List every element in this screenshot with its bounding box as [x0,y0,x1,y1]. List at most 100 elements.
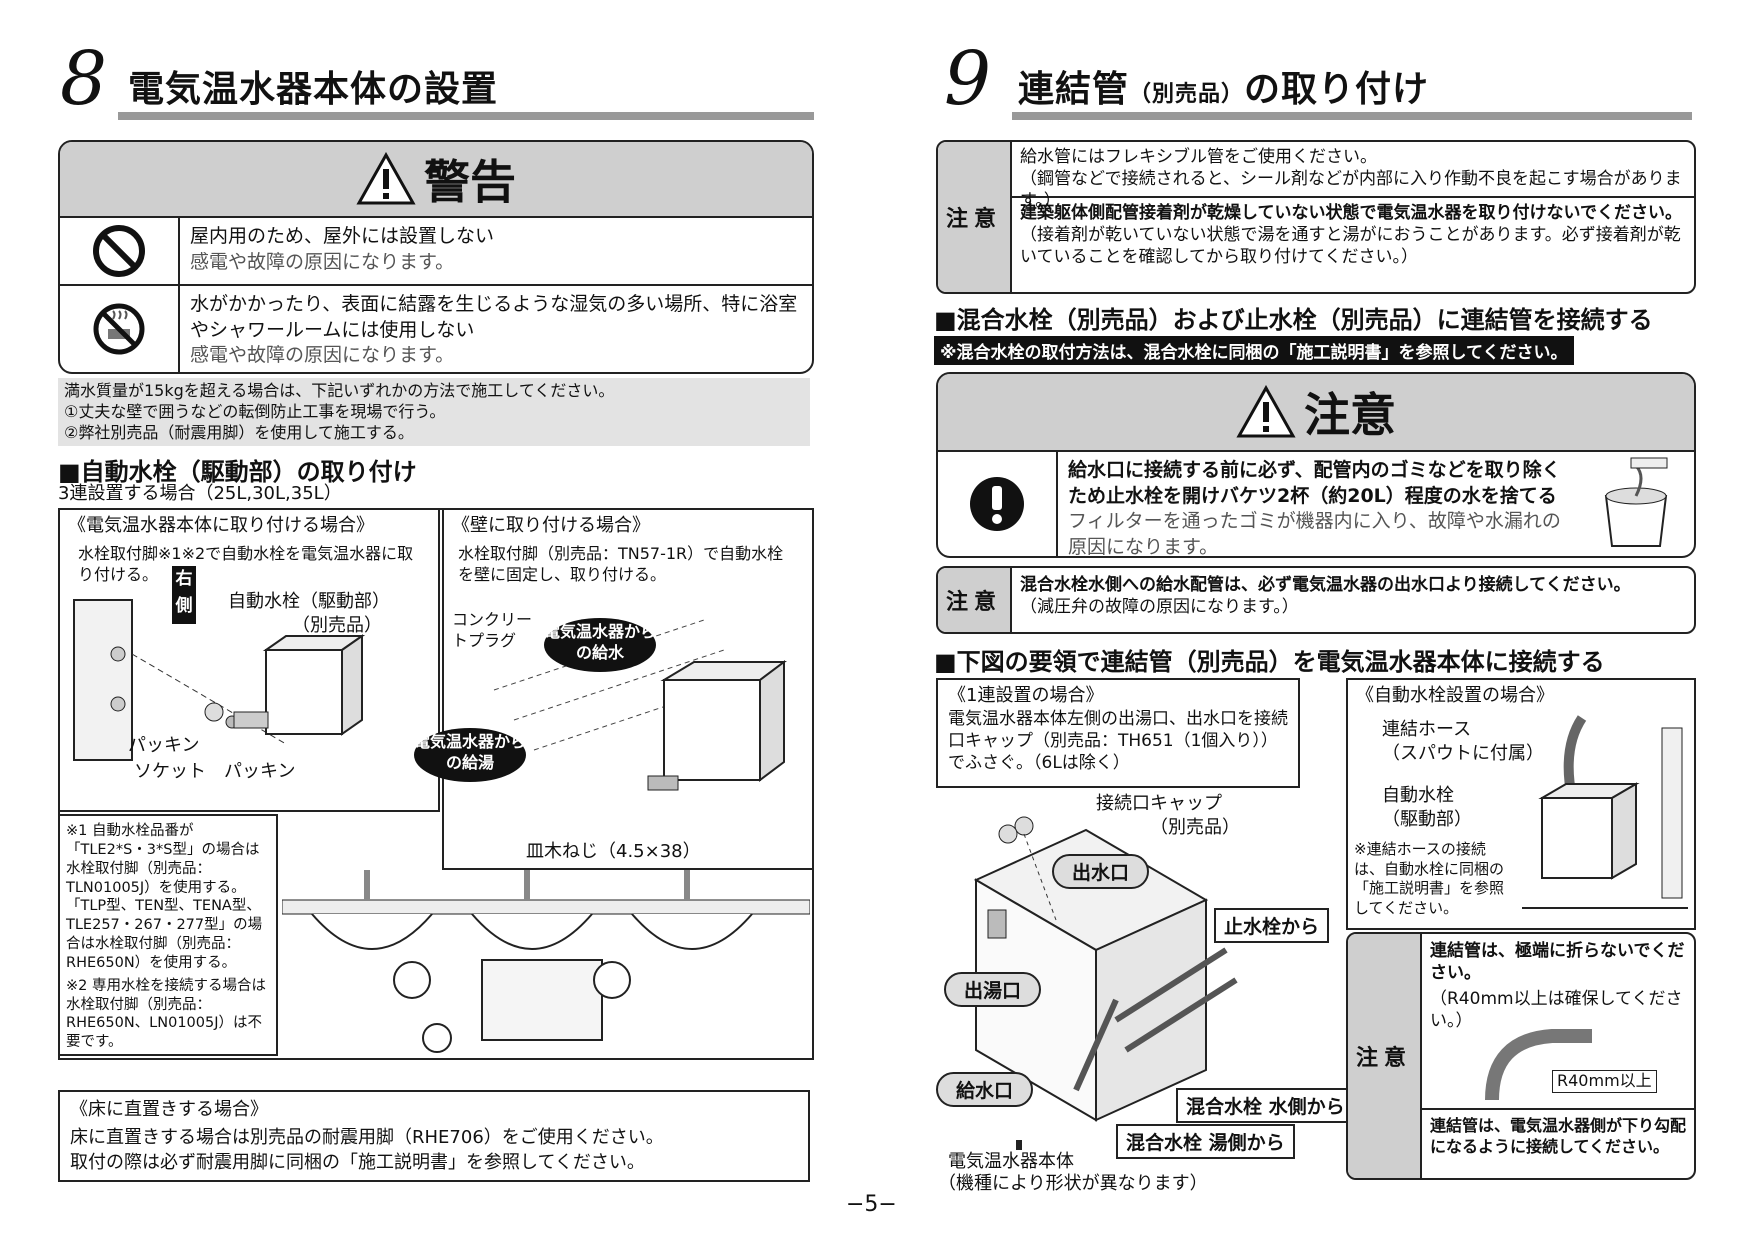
caution-row: 混合水栓水側への給水配管は、必ず電気温水器の出水口より接続してください。 （減圧… [1012,568,1694,632]
caution-box-2: 注意 混合水栓水側への給水配管は、必ず電気温水器の出水口より接続してください。 … [936,566,1696,634]
auto-faucet-diagram [1522,715,1688,909]
mix-heading: ■混合水栓（別売品）および止水栓（別売品）に連結管を接続する [934,306,1653,334]
title-rule [118,112,814,120]
single-install-title: 《1連設置の場合》 [948,685,1104,706]
single-install-diagram [973,816,1238,1150]
no-wet-area-icon [60,286,180,372]
caution-label: 注意 [938,568,1012,632]
floor-line: 取付の際は必ず耐震用脚に同梱の「施工説明書」を参照してください。 [70,1151,645,1173]
caution-box-3: 注意 連結管は、極端に折らないでください。 （R40mm以上は確保してください。… [1346,932,1696,1180]
exclamation-icon [938,452,1058,556]
caution-row: 連結管は、極端に折らないでください。 （R40mm以上は確保してください。） R… [1422,934,1694,1110]
section-title-8: 電気温水器本体の設置 [128,69,499,110]
caution-big-item-title: 給水口に接続する前に必ず、配管内のゴミなどを取り除くため止水栓を開けバケツ2杯（… [1068,459,1561,507]
caution-row-title: 連結管は、極端に折らないでください。 [1430,941,1685,984]
warning-triangle-icon [1236,385,1296,438]
footnote: ※2 専用水栓を接続する場合は水栓取付脚（別売品：RHE650N、LN01005… [66,977,266,1051]
mix-hot-label: 混合水栓 湯側から [1116,1124,1295,1159]
page-number: −5− [846,1192,897,1217]
section-title-main: 連結管 [1018,69,1130,110]
wall-mount-diagram [493,619,787,791]
note-line: ①丈夫な壁で囲うなどの転倒防止工事を現場で行う。 [64,401,446,421]
caution-row-detail: （接着剤が乾いていない状態で湯を通すと湯がにおうことがあります。必ず接着剤が乾い… [1020,225,1681,268]
single-install-text: 電気温水器本体左側の出湯口、出水口を接続口キャップ（別売品：TH651（1個入り… [948,709,1288,774]
stop-valve-label: 止水栓から [1214,908,1330,943]
caution-big-title: 注意 [1304,388,1396,442]
auto-faucet-label-sub: （駆動部） [1382,809,1472,830]
wall-mount-box: 《壁に取り付ける場合》 水栓取付脚（別売品：TN57-1R）で自動水栓を壁に固定… [414,508,814,870]
wall-mount-text: 水栓取付脚（別売品：TN57-1R）で自動水栓を壁に固定し、取り付ける。 [458,544,784,584]
body-label: 電気温水器本体 [948,1151,1074,1172]
caution-box-1: 注意 給水管にはフレキシブル管をご使用ください。 （鋼管などで接続されると、シー… [936,140,1696,294]
outlet-water-label: 出水口 [1052,854,1150,889]
title-rule [1012,112,1692,120]
floor-line: 床に直置きする場合は別売品の耐震用脚（RHE706）をご使用ください。 [70,1127,664,1149]
concrete-plug-label: コンクリートプラグ [452,610,533,650]
caution-row-detail: （R40mm以上は確保してください。） [1430,989,1683,1032]
section-number-8: 8 [60,36,108,122]
auto-faucet-label: 自動水栓 [1382,785,1454,806]
footnotes: ※1 自動水栓品番が「TLE2*S・3*S型」の場合は水栓取付脚（別売品：TLN… [58,814,278,1056]
faucet-subheading: 3連設置する場合（25L,30L,35L） [58,483,342,504]
supply-bubble: 電気温水器からの給水 [544,618,656,672]
bend-radius-diagram [1485,1029,1592,1101]
auto-faucet-note: ※連結ホースの接続は、自動水栓に同梱の「施工説明書」を参照してください。 [1354,840,1505,917]
outlet-hot-label: 出湯口 [944,972,1042,1007]
section-title-tail: の取り付け [1244,69,1430,110]
weight-note: 満水質量が15kgを超える場合は、下記いずれかの方法で施工してください。 ①丈夫… [58,378,810,447]
caution-row-detail: （鋼管などで接続されると、シール剤などが内部に入り作動不良を起こす場合があります… [1020,169,1682,212]
single-install-box: 《1連設置の場合》 電気温水器本体左側の出湯口、出水口を接続口キャップ（別売品：… [936,678,1300,788]
right-side-label: 右側 [172,566,196,624]
caution-row-title: 給水管にはフレキシブル管をご使用ください。 [1020,147,1377,167]
auto-faucet-title: 《自動水栓設置の場合》 [1356,685,1554,706]
warning-header: 警告 [60,142,812,216]
caution-row: 連結管は、電気温水器側が下り勾配になるように接続してください。 [1422,1110,1694,1164]
hose-label: 連結ホース [1382,719,1472,740]
warning-title: 警告 [424,155,516,209]
caution-label: 注意 [1348,934,1422,1178]
warning-item-title: 屋内用のため、屋外には設置しない [190,225,495,247]
caution-row-title: 連結管は、電気温水器側が下り勾配になるように接続してください。 [1430,1116,1687,1156]
body-mount-diagram [73,599,366,761]
mix-instruction-bar: ※混合水栓の取付方法は、混合水栓に同梱の「施工説明書」を参照してください。 [934,336,1574,365]
hot-bubble: 電気温水器からの給湯 [414,728,526,782]
warning-triangle-icon [356,152,416,205]
warning-item-detail: 感電や故障の原因になります。 [190,344,455,367]
warning-row: 屋内用のため、屋外には設置しない 感電や故障の原因になります。 [60,216,812,284]
caution-row: 給水管にはフレキシブル管をご使用ください。 （鋼管などで接続されると、シール剤な… [1012,142,1694,211]
floor-box: 《床に直置きする場合》 床に直置きする場合は別売品の耐震用脚（RHE706）をご… [58,1090,810,1182]
caution-row-detail: （減圧弁の故障の原因になります。） [1020,597,1299,618]
radius-label: R40mm以上 [1552,1070,1657,1093]
faucet-label: 自動水栓（駆動部） [228,591,390,612]
warning-item-detail: 感電や故障の原因になります。 [190,250,455,273]
body-mount-title: 《電気温水器本体に取り付ける場合》 [68,515,374,536]
hose-label-sub: （スパウトに付属） [1382,743,1544,764]
cap-label: 接続口キャップ [1096,793,1222,814]
caution-big-box: 注意 給水口に接続する前に必ず、配管内のゴミなどを取り除くため止水栓を開けバケツ… [936,372,1696,558]
connect-heading: ■下図の要領で連結管（別売品）を電気温水器本体に接続する [934,648,1605,676]
warning-row: 水がかかったり、表面に結露を生じるような湿気の多い場所、特に浴室やシャワールーム… [60,284,812,372]
note-line: 満水質量が15kgを超える場合は、下記いずれかの方法で施工してください。 [64,381,615,400]
warning-box: 警告 屋内用のため、屋外には設置しない 感電や故障の原因になります。 水がかかっ… [58,140,814,374]
screw-label: 皿木ねじ（4.5×38） [526,841,701,862]
packing-label: パッキン [128,735,200,756]
floor-title: 《床に直置きする場合》 [70,1099,268,1120]
section-number-9: 9 [944,36,992,122]
warning-item-title: 水がかかったり、表面に結露を生じるような湿気の多い場所、特に浴室やシャワールーム… [190,293,798,341]
packing-label: パッキン [224,761,296,782]
footnote: ※1 自動水栓品番が「TLE2*S・3*S型」の場合は水栓取付脚（別売品：TLN… [66,823,263,971]
three-sink-diagram [282,870,810,1053]
caution-big-header: 注意 [938,374,1694,450]
mix-water-label: 混合水栓 水側から [1176,1088,1355,1123]
section-title-small: （別売品） [1129,82,1245,107]
faucet-label-sub: （別売品） [292,615,382,636]
caution-row-title: 混合水栓水側への給水配管は、必ず電気温水器の出水口より接続してください。 [1020,575,1631,595]
faucet-heading: ■自動水栓（駆動部）の取り付け [58,458,417,486]
auto-faucet-box: 《自動水栓設置の場合》 連結ホース （スパウトに付属） 自動水栓 （駆動部） ※… [1346,678,1696,930]
body-label-sub: （機種により形状が異なります） [938,1173,1208,1194]
caution-big-row: 給水口に接続する前に必ず、配管内のゴミなどを取り除くため止水栓を開けバケツ2杯（… [938,450,1694,556]
section-title-9: 連結管（別売品）の取り付け [1018,60,1429,112]
caution-row-title: 建築躯体側配管接着剤が乾燥していない状態で電気温水器を取り付けないでください。 [1020,203,1682,223]
inlet-label: 給水口 [936,1072,1034,1107]
socket-label: ソケット [134,761,206,782]
